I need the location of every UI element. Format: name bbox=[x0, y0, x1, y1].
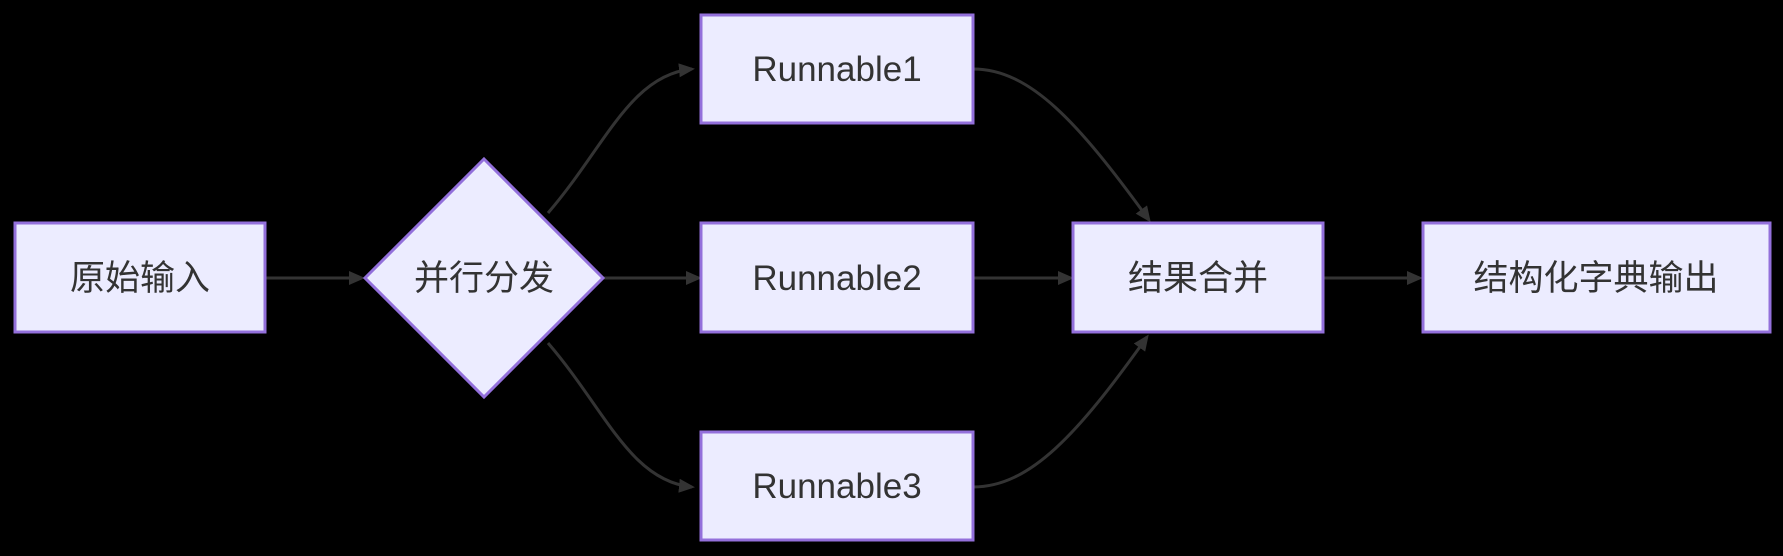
node-parallel-dispatch-label: 并行分发 bbox=[414, 259, 554, 298]
node-parallel-dispatch: 并行分发 bbox=[362, 156, 606, 400]
edge-runnable1-to-merge bbox=[972, 67, 1151, 223]
node-raw-input-label: 原始输入 bbox=[70, 259, 210, 298]
node-raw-input: 原始输入 bbox=[13, 221, 267, 334]
node-runnable2: Runnable2 bbox=[699, 221, 975, 334]
node-structured-dict-output: 结构化字典输出 bbox=[1421, 221, 1772, 334]
node-result-merge-box bbox=[1071, 221, 1325, 334]
edge-dispatch-to-runnable1 bbox=[546, 63, 695, 214]
node-runnable1-label: Runnable1 bbox=[752, 50, 921, 89]
node-runnable2-label: Runnable2 bbox=[752, 259, 921, 298]
node-result-merge: 结果合并 bbox=[1071, 221, 1325, 334]
node-runnable3-box bbox=[699, 430, 975, 542]
node-structured-dict-output-box bbox=[1421, 221, 1772, 334]
node-raw-input-box bbox=[13, 221, 267, 334]
node-runnable3: Runnable3 bbox=[699, 430, 975, 542]
node-runnable2-box bbox=[699, 221, 975, 334]
node-result-merge-label: 结果合并 bbox=[1128, 259, 1268, 298]
node-parallel-dispatch-diamond bbox=[362, 156, 606, 400]
node-runnable1-box bbox=[699, 13, 975, 125]
edge-dispatch-to-runnable3 bbox=[546, 342, 695, 493]
node-runnable1: Runnable1 bbox=[699, 13, 975, 125]
edge-runnable3-to-merge bbox=[972, 334, 1149, 489]
node-runnable3-label: Runnable3 bbox=[752, 467, 921, 506]
node-structured-dict-output-label: 结构化字典输出 bbox=[1473, 259, 1718, 298]
